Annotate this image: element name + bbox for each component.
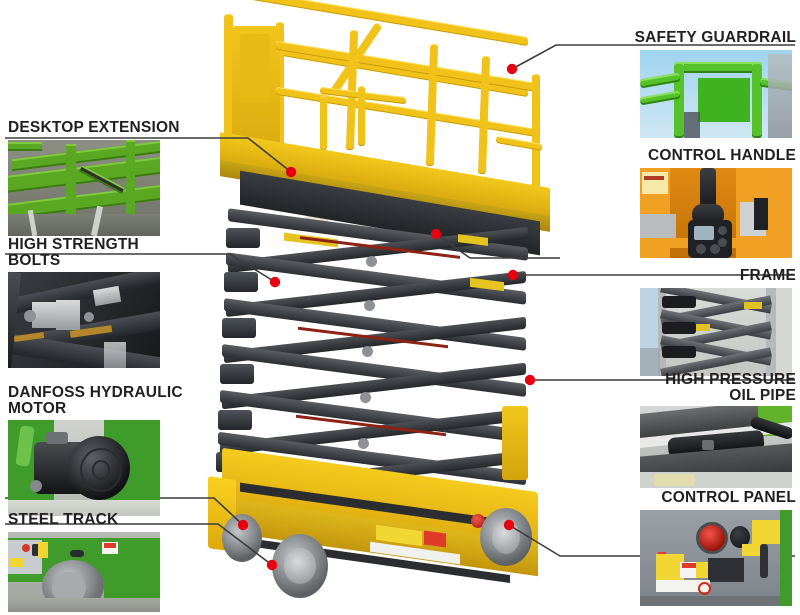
callout-label-desktop-extension: DESKTOP EXTENSION: [8, 119, 180, 136]
callout-label-safety-guardrail: SAFETY GUARDRAIL: [634, 29, 796, 46]
callout-thumb-control-handle: [640, 168, 792, 258]
callout-thumb-danfoss-hydraulic-motor: [8, 420, 160, 516]
callout-label-high-pressure-oil-pipe: HIGH PRESSURE OIL PIPE: [665, 371, 796, 405]
callout-label-control-handle: CONTROL HANDLE: [647, 147, 796, 164]
drive-wheel-front-left: [222, 514, 262, 562]
callout-thumb-high-pressure-oil-pipe: [640, 406, 792, 488]
callout-thumb-steel-track: [8, 532, 160, 612]
callout-label-danfoss-hydraulic-motor: DANFOSS HYDRAULIC MOTOR: [8, 384, 183, 418]
callout-thumb-control-panel: [640, 510, 792, 606]
callout-thumb-safety-guardrail: [640, 50, 792, 138]
callout-label-steel-track: STEEL TRACK: [8, 511, 119, 528]
callout-label-high-strength-bolts: HIGH STRENGTH BOLTS: [8, 236, 139, 270]
callout-thumb-high-strength-bolts: [8, 272, 160, 368]
callout-thumb-frame: [640, 288, 792, 376]
callout-thumb-desktop-extension: [8, 140, 160, 236]
callout-label-frame: FRAME: [739, 267, 796, 284]
product-image-scissor-lift: [180, 0, 600, 615]
callout-label-control-panel: CONTROL PANEL: [661, 489, 796, 506]
